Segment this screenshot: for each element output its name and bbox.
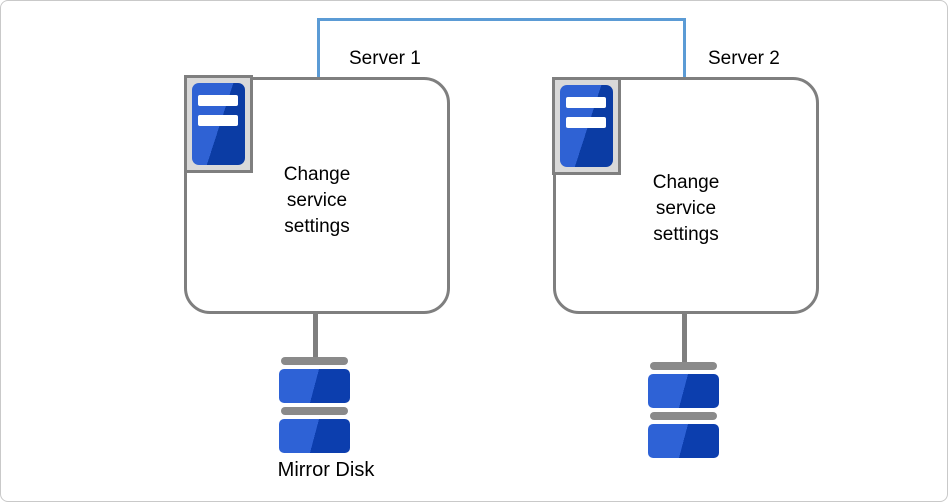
server-tower-icon — [560, 85, 613, 167]
mirror-disk1-icon — [279, 357, 350, 457]
server-slot-bar-icon — [566, 117, 606, 128]
server2-action-text: Change service settings — [553, 170, 819, 248]
server-slot-bar-icon — [566, 97, 606, 108]
disk-platter — [648, 374, 719, 408]
mirror-disk-label: Mirror Disk — [277, 459, 375, 481]
action-line: Change — [652, 172, 720, 193]
server1-label: Server 1 — [349, 48, 421, 69]
server-tower-icon — [192, 83, 245, 165]
server1-action-text: Change service settings — [184, 162, 450, 240]
action-line: service — [655, 198, 717, 219]
disk-platter — [279, 419, 350, 453]
mirror-disk2-icon — [648, 362, 719, 462]
disk-cap-bar — [281, 407, 348, 415]
disk-platter — [648, 424, 719, 458]
action-line: settings — [284, 216, 350, 237]
server2-label: Server 2 — [708, 48, 780, 69]
disk-platter — [279, 369, 350, 403]
action-line: Change — [283, 164, 351, 185]
action-line: service — [286, 190, 348, 211]
disk-cap-bar — [650, 362, 717, 370]
server-heartbeat-link-line — [317, 18, 686, 78]
server-slot-bar-icon — [198, 95, 238, 106]
server1-icon-plaque — [184, 75, 253, 173]
disk-cap-bar — [281, 357, 348, 365]
server2-icon-plaque — [552, 77, 621, 175]
disk-cap-bar — [650, 412, 717, 420]
action-line: settings — [653, 224, 719, 245]
server1-disk-connector-line — [313, 313, 318, 359]
server-slot-bar-icon — [198, 115, 238, 126]
server2-disk-connector-line — [682, 313, 687, 364]
